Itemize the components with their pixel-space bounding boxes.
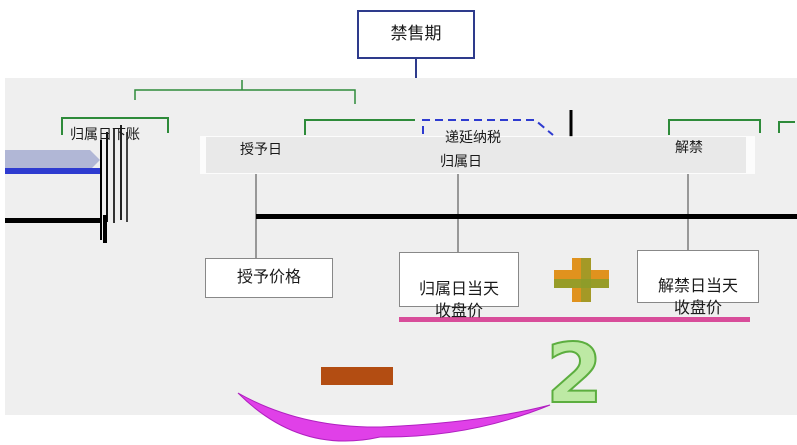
background-band — [5, 78, 797, 415]
plus-icon — [554, 258, 609, 302]
title-box: 禁售期 — [357, 10, 475, 59]
green-bracket-right — [668, 119, 761, 135]
fragment-unlock: 解禁 — [675, 140, 703, 156]
green-bracket-left — [61, 117, 169, 135]
grant-price-box: 授予价格 — [205, 258, 333, 298]
green-bracket-far — [778, 121, 795, 133]
blue-dashed-frame — [422, 119, 554, 136]
grey-row — [206, 137, 746, 173]
left-arrow — [5, 150, 100, 170]
left-arrow-stripe — [5, 168, 100, 174]
green-brace — [134, 80, 356, 104]
fragment-extend: 递延纳税 — [445, 130, 501, 146]
vest-close-box: 归属日当天 收盘价 — [399, 252, 519, 320]
vest-close-label: 归属日当天 收盘价 — [418, 279, 499, 320]
smile-arc-icon — [237, 392, 551, 442]
magenta-underline — [399, 317, 750, 322]
fragment-vest-date: 授予日 — [240, 142, 282, 158]
grant-price-label: 授予价格 — [236, 267, 301, 286]
timeline-bar — [256, 214, 797, 219]
title-connector — [415, 59, 417, 78]
minus-icon — [321, 367, 393, 385]
unlock-close-label: 解禁日当天 收盘价 — [657, 276, 738, 317]
fragment-vest-date-right: 归属日 — [440, 154, 482, 170]
fragment-vest-before: 归属日下账 — [70, 127, 140, 143]
unlock-close-box: 解禁日当天 收盘价 — [637, 250, 759, 317]
green-bracket-mid — [304, 119, 415, 135]
number-two: 2 — [545, 327, 604, 422]
